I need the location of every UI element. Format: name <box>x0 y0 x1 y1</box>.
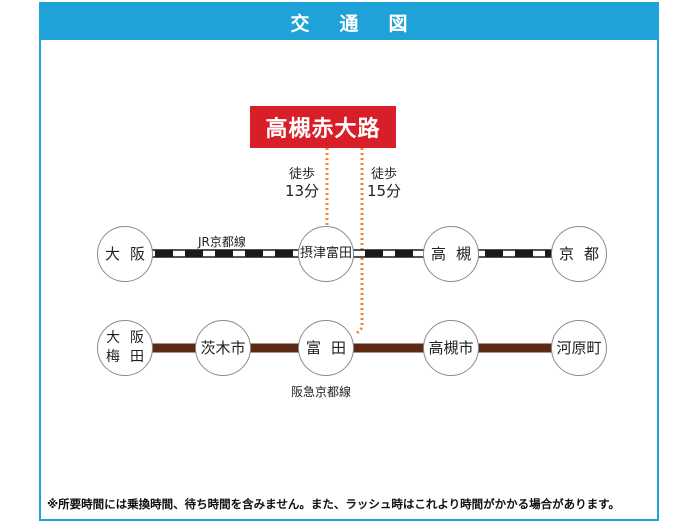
walk-label: 徒歩 <box>370 167 397 182</box>
station-label: 高槻市 <box>428 339 474 357</box>
footnote: ※所要時間には乗換時間、待ち時間を含みません。また、ラッシュ時はこれより時間がか… <box>47 497 620 511</box>
station-hankyu-kawaramachi: 河原町 <box>551 320 607 376</box>
station-hankyu-ibaraki-shi: 茨木市 <box>195 320 251 376</box>
station-label: 富田 <box>305 339 356 357</box>
walk-route-to-tonda-lower <box>353 326 364 337</box>
station-label-line1: 大阪 <box>106 330 154 346</box>
station-jr-kyoto: 京都 <box>551 226 607 282</box>
header-bar: 交通図 <box>41 4 657 40</box>
walk-minutes: 13分 <box>284 182 320 200</box>
station-jr-takatsuki: 高槻 <box>423 226 479 282</box>
walk-minutes: 15分 <box>366 182 402 200</box>
station-label: 京都 <box>558 245 609 263</box>
station-label: 摂津富田 <box>299 246 352 261</box>
destination-label: 高槻赤大路 <box>250 106 396 148</box>
station-jr-settsu-tonda: 摂津富田 <box>298 226 354 282</box>
walk-time-tonda: 徒歩 15分 <box>366 166 402 200</box>
walk-label: 徒歩 <box>288 167 315 182</box>
station-hankyu-tonda: 富田 <box>298 320 354 376</box>
station-label: 高槻 <box>430 245 481 263</box>
hankyu-line-name: 阪急京都線 <box>291 385 352 399</box>
jr-line-name: JR京都線 <box>198 235 246 249</box>
station-label: 河原町 <box>556 339 602 357</box>
station-hankyu-osaka-umeda: 大阪 梅田 <box>97 320 153 376</box>
station-label: 茨木市 <box>200 339 246 357</box>
station-label: 大阪 <box>104 245 155 263</box>
station-jr-osaka: 大阪 <box>97 226 153 282</box>
station-hankyu-takatsuki-shi: 高槻市 <box>423 320 479 376</box>
walk-time-settsu-tonda: 徒歩 13分 <box>284 166 320 200</box>
station-label-line2: 梅田 <box>106 349 154 365</box>
header-title: 交通図 <box>290 12 438 35</box>
